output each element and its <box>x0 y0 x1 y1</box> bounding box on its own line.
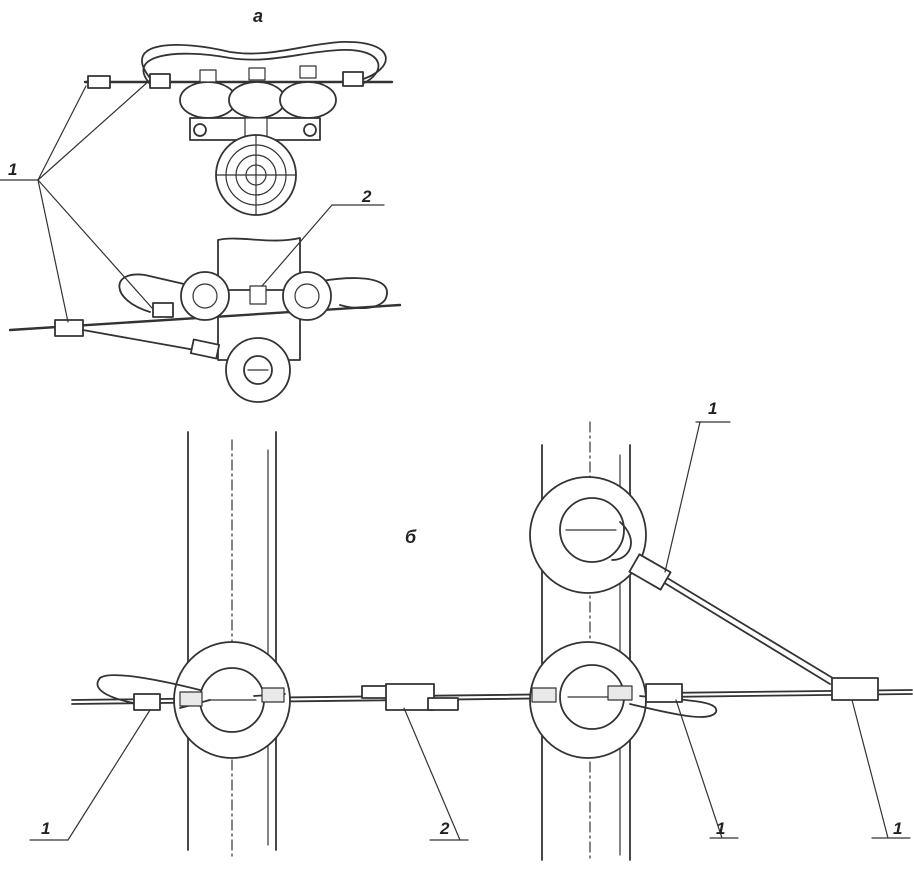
view-a-end-clamp <box>54 319 84 337</box>
view-b-label: б <box>405 527 417 547</box>
view-b-stay-wire-2 <box>643 563 837 681</box>
view-b-left-pole <box>187 431 277 861</box>
view-b-center-connector <box>361 683 459 711</box>
view-a-lower-loop <box>118 273 388 313</box>
view-b-stay-wire <box>639 567 831 685</box>
view-b-left-tie <box>96 674 201 707</box>
view-b-leaders <box>29 421 911 841</box>
view-b-right-lower-insulator <box>529 641 647 759</box>
callout-b-right-1: 1 <box>716 819 725 838</box>
callout-a-2: 2 <box>361 187 372 206</box>
view-a-label: а <box>253 6 263 26</box>
view-a-clamp-right <box>342 71 364 87</box>
view-a: а 1 2 <box>0 6 402 403</box>
view-a-branch-wire <box>82 329 196 351</box>
view-a-insulators <box>179 65 337 119</box>
view-b-right-clamp <box>645 683 683 703</box>
view-a-branch-clamp <box>189 338 221 360</box>
view-b-far-clamp <box>831 677 879 701</box>
callout-b-far-1: 1 <box>893 819 902 838</box>
callout-b-upper-1: 1 <box>708 399 717 418</box>
view-a-cable-loop-inner <box>142 49 380 85</box>
view-a-lower-insulators <box>180 271 332 321</box>
view-a-lower-clamp <box>152 302 174 318</box>
view-b-left-insulator <box>173 641 291 759</box>
view-b-stay-clamp <box>628 553 672 591</box>
callout-b-left-1: 1 <box>41 819 50 838</box>
view-a-clamp-left <box>87 75 111 89</box>
view-a-pole-top <box>215 134 297 216</box>
view-b-left-clamp <box>133 693 161 711</box>
view-a-end-insulator <box>225 337 291 403</box>
callout-a-1: 1 <box>8 160 17 179</box>
view-b: б 1 2 1 1 1 <box>29 399 913 861</box>
view-a-clamp-mid <box>149 73 171 89</box>
view-a-leaders <box>0 79 385 323</box>
callout-b-center-2: 2 <box>439 819 450 838</box>
view-a-cable-loop <box>141 41 387 81</box>
view-b-right-upper-insulator <box>529 476 647 594</box>
